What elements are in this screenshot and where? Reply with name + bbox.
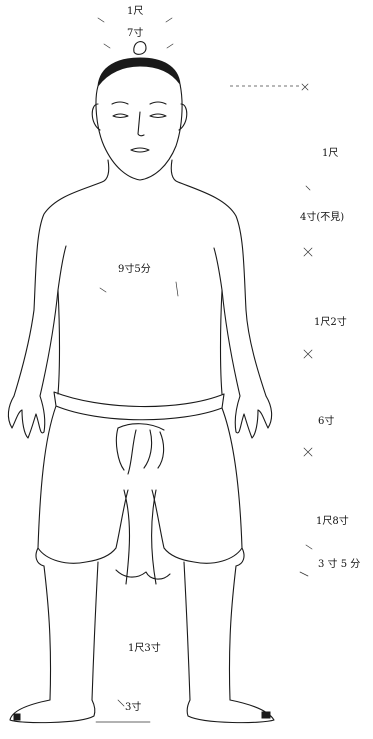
left-arm-inner (40, 246, 66, 396)
topknot-ticks (104, 44, 173, 48)
torso-sides (58, 290, 222, 394)
navel-mark (176, 282, 178, 296)
knee-level-mark (306, 545, 312, 549)
right-trouser-leg (152, 408, 242, 563)
label-topknot: 7寸 (127, 28, 143, 40)
mouth (131, 148, 149, 152)
head-level-mark (302, 84, 308, 90)
right-hand (235, 396, 271, 438)
right-arm-inner (214, 248, 240, 396)
right-shoulder-arm-outer (171, 160, 266, 396)
sash-ties (116, 428, 163, 474)
knee-low-mark (300, 572, 308, 576)
crotch-folds (124, 490, 156, 584)
left-hand (8, 396, 44, 438)
label-shin: 1尺3寸 (128, 643, 161, 655)
chest-left-tick (100, 288, 106, 292)
toe-marks (14, 712, 270, 720)
label-head-to-shoulder: 1尺 (322, 148, 338, 160)
foot-tick (118, 700, 124, 706)
chest-level-mark (304, 248, 312, 256)
label-torso: 1尺2寸 (314, 317, 347, 329)
head-width-ticks (98, 18, 172, 22)
label-head-top: 1尺 (127, 6, 143, 18)
hip-level-mark (304, 448, 312, 456)
left-shin (44, 562, 98, 700)
nose (138, 112, 144, 136)
label-foot: 3寸 (125, 702, 141, 714)
head (92, 42, 187, 180)
right-foot (187, 700, 274, 723)
label-chest: 9寸5分 (118, 264, 151, 276)
label-waist: 6寸 (318, 416, 334, 428)
label-thigh: 1尺8寸 (316, 516, 349, 528)
torso (8, 160, 271, 438)
waist-sash (54, 392, 224, 420)
left-foot (10, 700, 95, 723)
lower-folds (116, 570, 170, 579)
right-shin (184, 562, 236, 700)
trousers (36, 406, 244, 584)
label-knee: 3 寸 5 分 (318, 559, 360, 571)
measurement-marks (96, 18, 312, 722)
waistband (54, 392, 224, 474)
label-shoulder: 4寸(不見) (300, 212, 344, 224)
left-shoulder-arm-outer (14, 160, 109, 396)
eyebrows (112, 102, 166, 104)
left-trouser-leg (38, 406, 128, 563)
waist-level-mark (304, 350, 312, 358)
hair-cap (98, 58, 180, 86)
topknot (134, 42, 146, 55)
sash-knot (118, 424, 164, 430)
shoulder-level-mark (306, 186, 310, 190)
